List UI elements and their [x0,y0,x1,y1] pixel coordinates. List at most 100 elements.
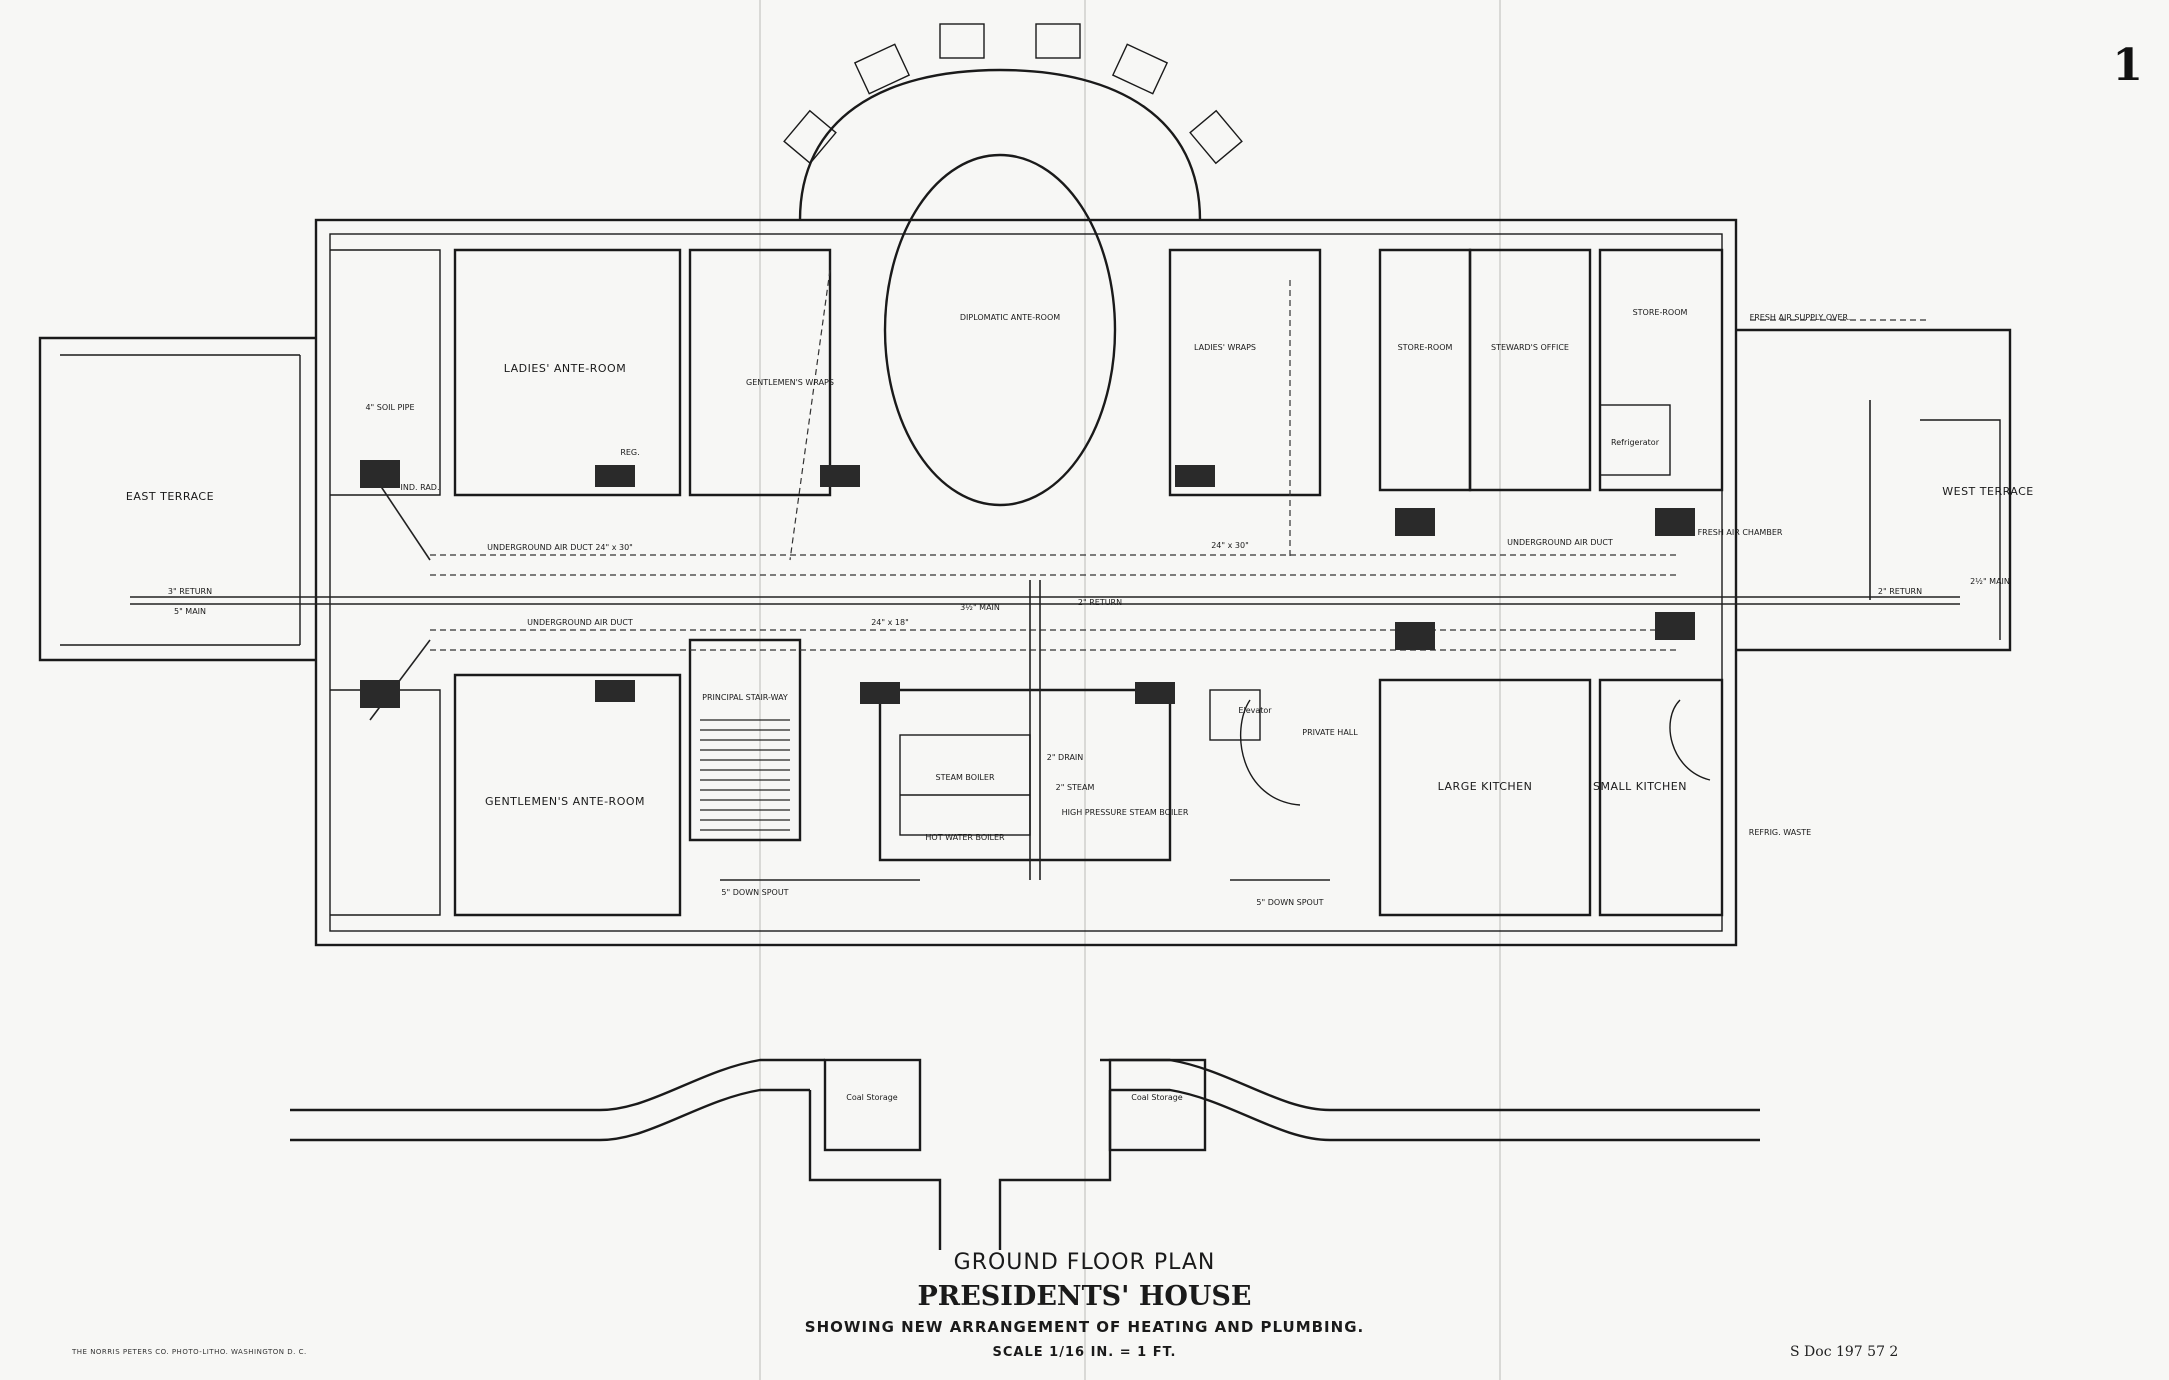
label-east-terrace: EAST TERRACE [126,490,214,503]
elevator-shaft [1209,689,1261,741]
label-small-kitchen: SMALL KITCHEN [1593,780,1687,793]
boiler-enclosure [899,734,1031,836]
label-steam-boiler: STEAM BOILER [935,773,994,782]
boiler-room-outline [878,688,1172,862]
radiator-box [1395,508,1435,536]
indirect-radiators [360,460,1695,708]
note-air-duct-ne: UNDERGROUND AIR DUCT [1507,538,1613,547]
portico-columns [783,23,1243,165]
note-return-west: 2" RETURN [1878,587,1922,596]
room-outline [1378,248,1472,492]
branch-duct [789,269,831,561]
refrigerator-box [1599,404,1671,476]
note-ind-rad: IND. RAD. [401,483,440,492]
oval-portico-outer [798,68,1202,221]
vault-passage [998,1090,1112,1250]
note-main-west: 2½" MAIN [1970,577,2010,586]
note-fresh-air-supply: FRESH AIR SUPPLY OVER. [1750,313,1851,322]
room-labels: EAST TERRACE LADIES' ANTE-ROOM GENTLEMEN… [126,308,2034,1102]
label-hot-water-boiler: HOT WATER BOILER [925,833,1005,842]
room-outline [1598,678,1724,917]
column-base [1189,109,1243,165]
radiator-box [360,460,400,488]
room-outline [1378,678,1592,917]
label-gentlemens-ante-room: GENTLEMEN'S ANTE-ROOM [485,795,645,808]
title-scale: SCALE 1/16 IN. = 1 FT. [992,1345,1177,1360]
note-duct-size: 24" x 30" [1211,541,1249,550]
coal-storage-vault [823,1058,922,1152]
label-store-room-2: STORE-ROOM [1633,308,1688,317]
title-line-2: PRESIDENTS' HOUSE [917,1281,1252,1312]
column-base [1111,43,1169,95]
note-reg: REG. [620,448,639,457]
label-store-room: STORE-ROOM [1398,343,1453,352]
title-line-3: SHOWING NEW ARRANGEMENT OF HEATING AND P… [804,1318,1365,1336]
spiral-stair [1239,699,1301,806]
label-ladies-ante-room: LADIES' ANTE-ROOM [504,362,626,375]
note-down-spout-2: 5" DOWN SPOUT [1256,898,1323,907]
room-outline [330,689,441,916]
label-west-terrace: WEST TERRACE [1942,485,2034,498]
document-reference: S Doc 197 57 2 [1790,1344,1899,1360]
label-coal-storage-2: Coal Storage [1131,1093,1183,1102]
principal-stairway-treads [700,719,790,831]
label-principal-stairway: PRINCIPAL STAIR-WAY [702,693,788,702]
spiral-stair [1669,699,1711,781]
note-air-duct-south: UNDERGROUND AIR DUCT [527,618,633,627]
note-duct-size-2: 24" x 18" [871,618,909,627]
radiator-box [595,680,635,702]
building-inner-outline [329,233,1723,932]
column-base [939,23,985,59]
room-outline [1168,248,1322,497]
areaway-wall [1100,1058,1760,1112]
pipe-annotations: UNDERGROUND AIR DUCT 24" x 30" UNDERGROU… [168,313,2010,907]
label-diplomatic-ante-room: DIPLOMATIC ANTE-ROOM [960,313,1060,322]
title-line-1: GROUND FLOOR PLAN [953,1250,1216,1275]
radiator-box [360,680,400,708]
south-partitions [330,638,1724,917]
label-coal-storage-1: Coal Storage [846,1093,898,1102]
coal-storage-vault [1108,1058,1207,1152]
radiator-box [1175,465,1215,487]
note-steam: 2" STEAM [1056,783,1095,792]
west-terrace-outline [1736,328,2012,652]
radiator-box [1135,682,1175,704]
note-fresh-air-chamber: FRESH AIR CHAMBER [1698,528,1783,537]
printer-credit: THE NORRIS PETERS CO. PHOTO-LITHO. WASHI… [72,1348,307,1356]
column-base [1035,23,1081,59]
note-air-duct-north: UNDERGROUND AIR DUCT 24" x 30" [487,543,633,552]
room-outline [453,673,682,917]
stair-outline [688,638,802,842]
radiator-box [1395,622,1435,650]
label-private-hall: PRIVATE HALL [1302,728,1358,737]
label-ladies-wraps: LADIES' WRAPS [1194,343,1256,352]
room-outline [330,249,441,496]
radiator-box [1655,612,1695,640]
radiator-box [860,682,900,704]
note-return: 2" RETURN [1078,598,1122,607]
building-outline [314,218,1738,947]
label-elevator: Elevator [1238,706,1272,715]
areaway-wall [290,1058,825,1112]
vault-passage [808,1090,942,1250]
label-stewards-office: STEWARD'S OFFICE [1491,343,1569,352]
note-main: 3½" MAIN [960,603,1000,612]
room-outline [688,248,832,497]
column-base [783,109,837,165]
areaway-wall [290,1088,810,1142]
room-outline [453,248,682,497]
note-down-spout-1: 5" DOWN SPOUT [721,888,788,897]
areaway-wall [1110,1088,1760,1142]
note-return-east: 3" RETURN [168,587,212,596]
radiator-box [1655,508,1695,536]
diplomatic-ante-room-oval [883,153,1117,507]
east-terrace-outline [38,336,316,662]
note-main-east: 5" MAIN [174,607,206,616]
note-soil-pipe: 4" SOIL PIPE [365,403,414,412]
label-large-kitchen: LARGE KITCHEN [1438,780,1533,793]
room-outline [1598,248,1724,492]
label-gentlemens-wraps: GENTLEMEN'S WRAPS [746,378,834,387]
radiator-box [595,465,635,487]
